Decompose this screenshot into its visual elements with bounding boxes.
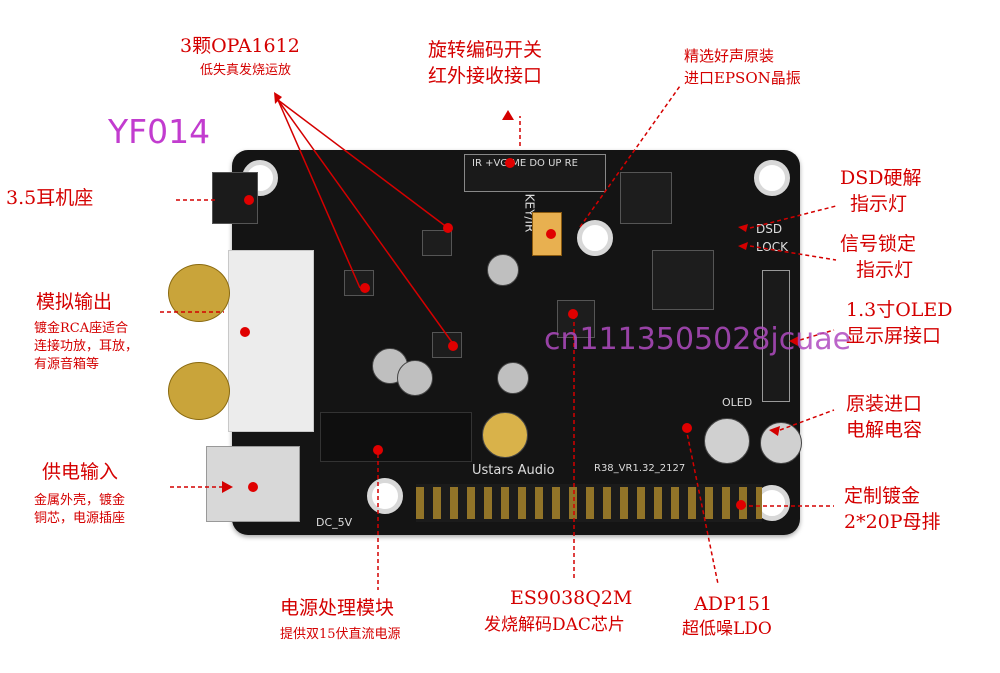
marker-dot: [360, 283, 370, 293]
mount-hole: [577, 220, 613, 256]
power-module: [320, 412, 472, 462]
callout-caps-1: 原装进口: [846, 393, 923, 415]
main-chip: [652, 250, 714, 310]
callout-dac-sub: 发烧解码DAC芯片: [484, 615, 625, 635]
watermark: cn1113505028jcuae: [544, 322, 852, 357]
callout-ldo-sub: 超低噪LDO: [682, 619, 772, 639]
callout-encoder-2: 红外接收接口: [428, 65, 543, 87]
callout-psu-sub: 提供双15伏直流电源: [280, 627, 401, 642]
callout-crystal-1: 精选好声原装: [684, 47, 775, 65]
dsd-silk: DSD: [756, 222, 783, 236]
rca-jack-bottom: [168, 362, 230, 420]
callout-lock-1: 信号锁定: [840, 233, 917, 255]
callout-analog-sub2: 连接功放，耳放，: [34, 339, 139, 354]
callout-opamp-sub: 低失真发烧运放: [200, 63, 292, 78]
callout-header-2: 2*20P母排: [844, 511, 941, 533]
callout-analog-sub1: 镀金RCA座适合: [34, 321, 129, 336]
callout-lock-2: 指示灯: [856, 259, 914, 281]
marker-dot: [736, 500, 746, 510]
oled-silk: OLED: [722, 396, 753, 409]
callout-header-1: 定制镀金: [844, 485, 921, 507]
callout-oled-2: 显示屏接口: [846, 325, 942, 347]
capacitor: [497, 362, 529, 394]
callout-crystal-2: 进口EPSON晶振: [684, 69, 801, 87]
ir-header-label: IR +VG ME DO UP RE: [472, 158, 578, 169]
callout-analog-title: 模拟输出: [36, 291, 113, 313]
capacitor: [487, 254, 519, 286]
marker-dot: [443, 223, 453, 233]
opamp-chip: [344, 270, 374, 296]
es9038q2m-chip: [557, 300, 595, 338]
capacitor: [704, 418, 750, 464]
callout-dsd-1: DSD硬解: [840, 167, 922, 189]
marker-dot: [505, 158, 515, 168]
mount-hole: [754, 160, 790, 196]
callout-analog-sub3: 有源音箱等: [34, 357, 100, 372]
marker-dot: [244, 195, 254, 205]
gold-capacitor: [482, 412, 528, 458]
callout-opamp-title: 3颗OPA1612: [180, 35, 300, 57]
callout-headphone: 3.5耳机座: [6, 187, 94, 209]
callout-caps-2: 电解电容: [846, 419, 923, 441]
callout-dsd-2: 指示灯: [850, 193, 908, 215]
marker-dot: [373, 445, 383, 455]
marker-dot: [568, 309, 578, 319]
callout-dac-title: ES9038Q2M: [510, 587, 633, 609]
mount-hole: [367, 478, 403, 514]
brand-silk: Ustars Audio: [472, 463, 555, 478]
marker-dot: [248, 482, 258, 492]
marker-dot: [546, 229, 556, 239]
mcu-chip: [620, 172, 672, 224]
revision-silk: R38_VR1.32_2127: [594, 463, 686, 474]
marker-dot: [240, 327, 250, 337]
oled-header: [762, 270, 790, 402]
opamp-chip: [422, 230, 452, 256]
rca-block: [228, 250, 314, 432]
callout-oled-1: 1.3寸OLED: [846, 299, 953, 321]
callout-psu-title: 电源处理模块: [280, 597, 395, 619]
product-code: YF014: [108, 112, 211, 151]
callout-encoder-1: 旋转编码开关: [428, 39, 543, 61]
callout-power-in-title: 供电输入: [42, 461, 119, 483]
dc-silk: DC_5V: [316, 516, 353, 529]
callout-power-in-sub2: 铜芯，电源插座: [34, 511, 126, 526]
marker-dot: [448, 341, 458, 351]
dac-board: IR +VG ME DO UP RE KEY/IR DSD LOCK OLED …: [232, 150, 802, 535]
callout-power-in-sub1: 金属外壳，镀金: [34, 493, 126, 508]
marker-dot: [682, 423, 692, 433]
ir-header: [464, 154, 606, 192]
callout-ldo-title: ADP151: [694, 593, 773, 615]
capacitor: [397, 360, 433, 396]
